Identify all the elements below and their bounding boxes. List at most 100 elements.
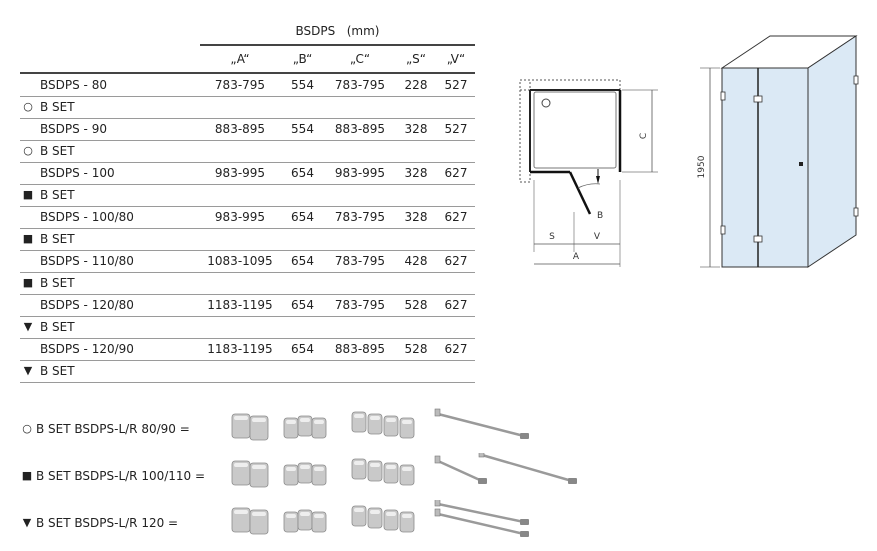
set-marker-icon: ■ (22, 276, 34, 289)
door-panel (568, 171, 592, 215)
dimension-value: 528 (404, 342, 428, 356)
group-title-text: BSDPS (295, 24, 336, 38)
bracket-part-shine (386, 465, 396, 469)
connector-part-shine (286, 467, 296, 471)
set-marker-icon: ○ (23, 144, 33, 157)
bracket-part-shine (402, 514, 412, 518)
dimension-value: 654 (291, 166, 314, 180)
dimension-value: 527 (444, 122, 468, 136)
col-header-a: „A“ (230, 52, 250, 66)
table-group-title: BSDPS (mm) (200, 18, 475, 42)
row-rule (20, 118, 475, 119)
model-name: BSDPS - 80 (40, 78, 107, 92)
connector-part-shine (300, 512, 310, 516)
wall-top-hatch (519, 79, 621, 91)
stabilizer-bar (436, 502, 526, 524)
stabilizer-bar-short-end-a (434, 455, 441, 464)
connector-part-shine (314, 467, 324, 471)
set-row: ■B SET (20, 184, 475, 206)
clamp-part-shine (234, 510, 248, 514)
dimension-value: 627 (444, 166, 468, 180)
dim-label-v: V (594, 232, 601, 242)
dimension-value: 883-895 (334, 122, 386, 136)
dimension-value: 554 (291, 78, 314, 92)
dimension-value: 328 (404, 210, 428, 224)
clamp-part-shine (234, 463, 248, 467)
set-label: B SET (40, 276, 75, 290)
bracket-part-shine (370, 463, 380, 467)
set-marker-icon: ▼ (23, 320, 33, 333)
wall-left-hatch (519, 79, 531, 183)
set-row: ○B SET (20, 96, 475, 118)
dimension-value: 983-995 (214, 210, 266, 224)
height-label: 1950 (697, 155, 707, 178)
row-rule (20, 272, 475, 273)
model-name: BSDPS - 100/80 (40, 210, 134, 224)
bracket-part-shine (354, 461, 364, 465)
dimension-value: 1083-1095 (207, 254, 273, 268)
connector-part-shine (286, 514, 296, 518)
dimension-value: 1183-1195 (207, 298, 273, 312)
stabilizer-bar-long-end-a (478, 453, 485, 458)
model-name: BSDPS - 120/90 (40, 342, 134, 356)
kit-label: B SET BSDPS-L/R 120 = (36, 516, 179, 530)
set-label: B SET (40, 100, 75, 114)
side-glass (807, 35, 857, 268)
stabilizer-bar-end-b (520, 433, 529, 439)
bracket-part-shine (402, 420, 412, 424)
row-rule (20, 316, 475, 317)
kit-label: B SET BSDPS-L/R 100/110 = (36, 469, 206, 483)
clamp-part-shine (252, 512, 266, 516)
door-knob-icon (799, 162, 803, 166)
hardware-parts-illustration (231, 408, 529, 441)
connector-part-shine (300, 465, 310, 469)
dimension-value: 883-895 (214, 122, 266, 136)
set-label: B SET (40, 364, 75, 378)
row-rule (20, 338, 475, 339)
col-header-v: „V“ (446, 52, 466, 66)
door-swing-arc (577, 183, 601, 189)
stabilizer-bar-short (436, 459, 484, 483)
stabilizer-bar-end-b (520, 519, 529, 525)
shower-tray (533, 91, 617, 169)
bracket-part-shine (386, 418, 396, 422)
stabilizer-bar-short-end-b (478, 478, 487, 484)
row-rule (20, 382, 475, 383)
row-rule (20, 206, 475, 207)
dimension-value: 783-795 (334, 298, 386, 312)
dimension-value: 554 (291, 122, 314, 136)
set-row: ■ B SET (20, 272, 475, 294)
dimension-value: 783-795 (334, 210, 386, 224)
bracket-part-shine (386, 512, 396, 516)
col-header-s: „S“ (405, 52, 427, 66)
bracket-part-shine (370, 416, 380, 420)
kit-marker-icon: ○ (22, 422, 32, 435)
dimension-value: 783-795 (334, 78, 386, 92)
dimension-value: 654 (291, 342, 314, 356)
stabilizer-bar-end-a (434, 508, 441, 517)
connector-part-shine (286, 420, 296, 424)
stabilizer-bar (436, 412, 526, 438)
col-header-b: „B“ (292, 52, 313, 66)
model-name: BSDPS - 100 (40, 166, 115, 180)
dimension-value: 1183-1195 (207, 342, 273, 356)
connector-part-shine (314, 514, 324, 518)
bracket-part-shine (354, 508, 364, 512)
drain-icon (541, 98, 551, 108)
row-rule (20, 228, 475, 229)
dimension-value: 627 (444, 342, 468, 356)
row-rule (20, 96, 475, 97)
model-name: BSDPS - 90 (40, 122, 107, 136)
dimension-value: 228 (404, 78, 428, 92)
side-clamp-top (853, 75, 859, 85)
dimension-value: 983-995 (334, 166, 386, 180)
wall-clamp-top (720, 91, 726, 101)
row-rule (20, 250, 475, 251)
stabilizer-bar-end-a (434, 500, 441, 507)
dimension-value: 627 (444, 254, 468, 268)
shower-elevation-diagram: 1950 (697, 35, 859, 268)
dimension-value: 627 (444, 210, 468, 224)
